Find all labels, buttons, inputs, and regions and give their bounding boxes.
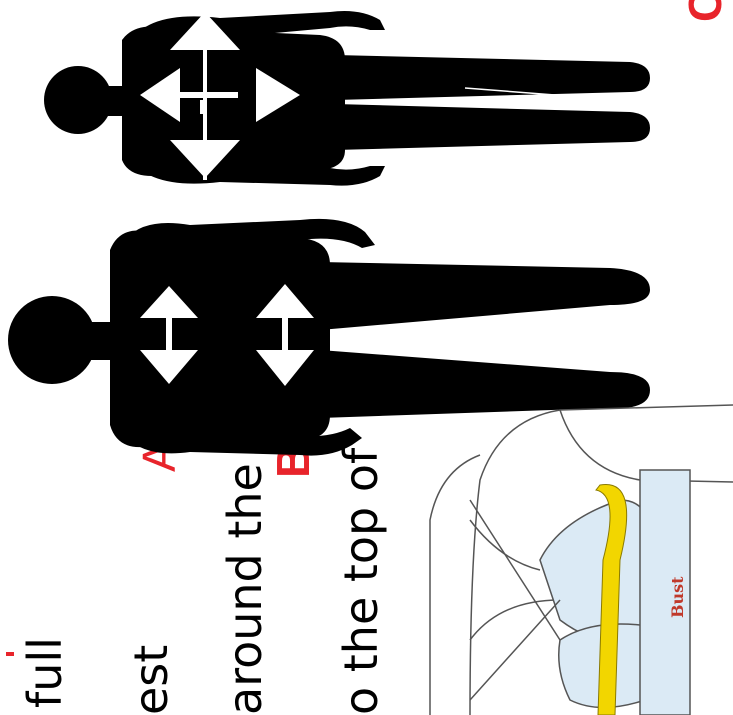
silhouette-side (44, 11, 650, 186)
silhouette-front (8, 219, 650, 456)
bust-label: Bust (670, 576, 686, 618)
bust-illustration (430, 405, 733, 715)
